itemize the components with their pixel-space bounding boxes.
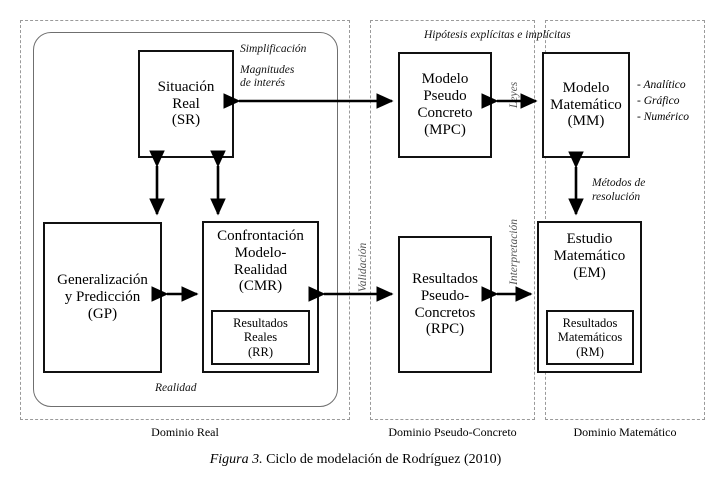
- box-line: Modelo: [562, 79, 610, 96]
- domain-box-pseudo-concreto: [370, 20, 535, 420]
- box-line: Resultados: [562, 315, 618, 330]
- box-line: Generalización: [57, 272, 148, 289]
- figure-caption: Figura 3. Ciclo de modelación de Rodrígu…: [0, 452, 711, 468]
- box-line: Realidad: [233, 261, 288, 278]
- box-line: Situación: [157, 78, 215, 95]
- box-line: Modelo: [421, 71, 469, 88]
- annotation-simplificacion: Simplificación: [240, 43, 307, 55]
- box-line: Confrontación: [217, 228, 304, 244]
- annotation-interpretacion: Interpretación: [508, 218, 520, 285]
- mm-method-list-item: - Numérico: [637, 110, 690, 123]
- mm-method-list-item: - Gráfico: [637, 94, 680, 107]
- box-line: (RR): [248, 344, 273, 359]
- box-line: (MM): [567, 113, 605, 130]
- box-resultados-reales[interactable]: Resultados Reales (RR): [211, 310, 310, 365]
- annotation-metodos-line2: resolución: [592, 191, 641, 203]
- box-modelo-matematico[interactable]: Modelo Matemático (MM): [542, 52, 630, 158]
- box-line: Pseudo: [423, 88, 467, 105]
- box-line: y Predicción: [64, 289, 141, 306]
- box-line: Modelo-: [234, 244, 287, 261]
- box-line: Matemático: [553, 247, 626, 264]
- figure-caption-number: Figura 3.: [209, 452, 263, 467]
- domain-label-matematico: Dominio Matemático: [573, 425, 677, 439]
- annotation-magnitudes-line2: de interés: [240, 77, 286, 89]
- box-line: (RM): [576, 344, 604, 359]
- realidad-container: [33, 32, 338, 407]
- domain-box-real: [20, 20, 350, 420]
- annotation-validacion: Validación: [357, 242, 369, 292]
- mm-method-list: - Analítico - Gráfico - Numérico: [637, 78, 689, 126]
- box-line: (SR): [171, 112, 201, 129]
- box-line: Concretos: [414, 304, 476, 321]
- box-line: Pseudo-: [420, 287, 470, 304]
- annotation-leyes: Leyes: [508, 81, 520, 108]
- box-line: Real: [172, 95, 200, 112]
- box-line: (GP): [87, 305, 118, 322]
- domain-label-pseudo-concreto: Dominio Pseudo-Concreto: [388, 425, 517, 439]
- domain-box-matematico: [545, 20, 705, 420]
- box-line: Matemáticos: [557, 330, 623, 345]
- box-line: Estudio: [566, 231, 613, 247]
- mm-method-list-item: - Analítico: [637, 79, 686, 91]
- annotation-hipotesis: Hipótesis explícitas e implícitas: [424, 29, 571, 41]
- box-situacion-real[interactable]: Situación Real (SR): [138, 50, 234, 158]
- box-line: Resultados: [412, 270, 478, 287]
- annotation-magnitudes-line1: Magnitudes: [240, 64, 295, 76]
- box-line: (EM): [573, 264, 606, 281]
- box-generalizacion-prediccion[interactable]: Generalización y Predicción (GP): [43, 222, 162, 373]
- domain-label-real: Dominio Real: [151, 425, 219, 439]
- box-line: (MPC): [424, 121, 466, 138]
- box-line: (CMR): [238, 278, 283, 295]
- box-resultados-matematicos[interactable]: Resultados Matemáticos (RM): [546, 310, 634, 365]
- figure-caption-text: Ciclo de modelación de Rodríguez (2010): [262, 452, 502, 467]
- box-line: Concreto: [417, 105, 473, 121]
- box-line: Reales: [243, 330, 278, 345]
- annotation-metodos-line1: Métodos de: [592, 177, 646, 189]
- box-line: Matemático: [550, 96, 622, 113]
- box-line: Resultados: [233, 315, 288, 330]
- box-modelo-pseudo-concreto[interactable]: Modelo Pseudo Concreto (MPC): [398, 52, 492, 158]
- box-resultados-pseudo-concretos[interactable]: Resultados Pseudo- Concretos (RPC): [398, 236, 492, 373]
- realidad-label: Realidad: [155, 382, 197, 394]
- box-line: (RPC): [425, 321, 465, 338]
